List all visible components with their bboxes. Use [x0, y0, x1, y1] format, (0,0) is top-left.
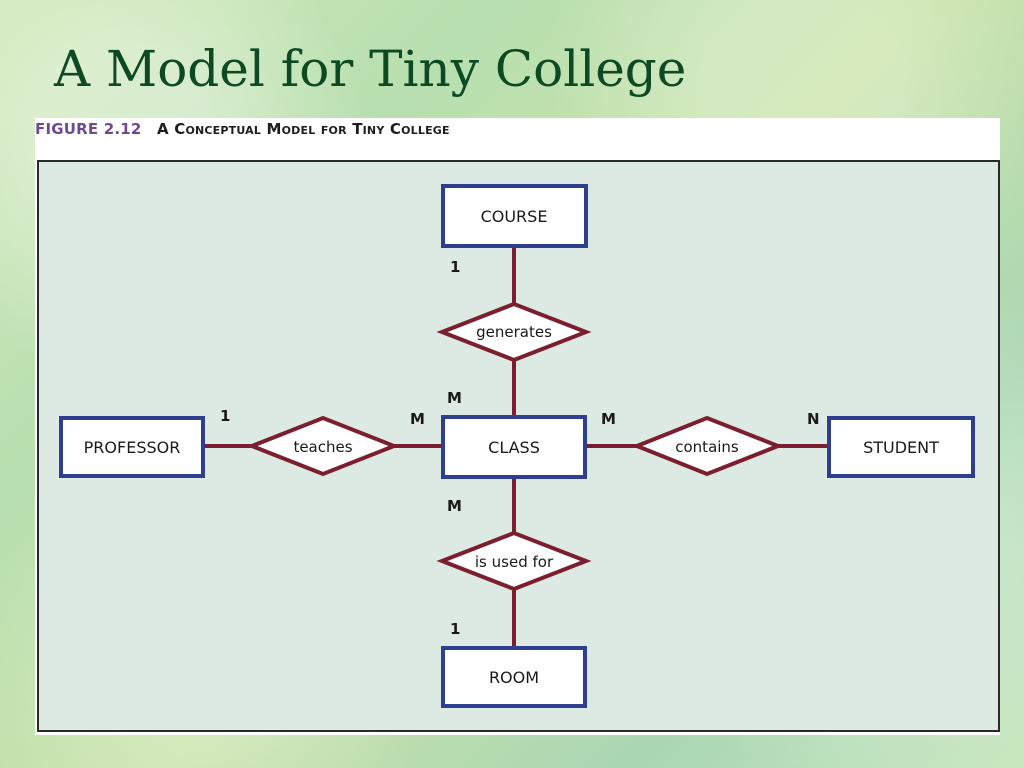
figure-panel: FIGURE 2.12 A Conceptual Model for Tiny … [35, 118, 1000, 735]
relationship-contains-label: contains [675, 438, 739, 456]
er-diagram-area: COURSE PROFESSOR CLASS STUDENT ROOM [37, 160, 1000, 732]
cardinality-class-used-for: M [447, 497, 462, 515]
relationship-generates-label: generates [476, 323, 552, 341]
cardinality-course-generates: 1 [450, 258, 460, 276]
entity-professor-label: PROFESSOR [84, 438, 181, 457]
cardinality-class-generates: M [447, 389, 462, 407]
er-diagram: COURSE PROFESSOR CLASS STUDENT ROOM [59, 184, 975, 708]
cardinality-student-contains: N [807, 410, 820, 428]
cardinality-room-used-for: 1 [450, 620, 460, 638]
cardinality-professor-teaches: 1 [220, 407, 230, 425]
entity-room-label: ROOM [489, 668, 539, 687]
cardinality-class-contains: M [601, 410, 616, 428]
relationship-generates[interactable]: generates [436, 301, 592, 363]
slide-title: A Model for Tiny College [54, 40, 687, 98]
entity-student-label: STUDENT [863, 438, 939, 457]
cardinality-class-teaches: M [410, 410, 425, 428]
figure-title: A Conceptual Model for Tiny College [157, 120, 450, 138]
entity-professor[interactable]: PROFESSOR [59, 416, 205, 478]
entity-course[interactable]: COURSE [441, 184, 588, 248]
figure-number: FIGURE 2.12 [35, 120, 142, 138]
entity-room[interactable]: ROOM [441, 646, 587, 708]
cardinality-labels: 1 M 1 M M N M 1 [220, 258, 820, 638]
entity-course-label: COURSE [481, 207, 548, 226]
entity-class-label: CLASS [488, 438, 540, 457]
relationship-is-used-for[interactable]: is used for [436, 530, 592, 592]
relationship-contains[interactable]: contains [631, 415, 784, 477]
relationship-teaches[interactable]: teaches [246, 415, 400, 477]
connectors [203, 246, 829, 648]
relationship-teaches-label: teaches [293, 438, 352, 456]
relationship-is-used-for-label: is used for [475, 553, 554, 571]
entity-student[interactable]: STUDENT [827, 416, 975, 478]
figure-caption: FIGURE 2.12 A Conceptual Model for Tiny … [35, 120, 450, 138]
entity-class[interactable]: CLASS [441, 415, 587, 479]
